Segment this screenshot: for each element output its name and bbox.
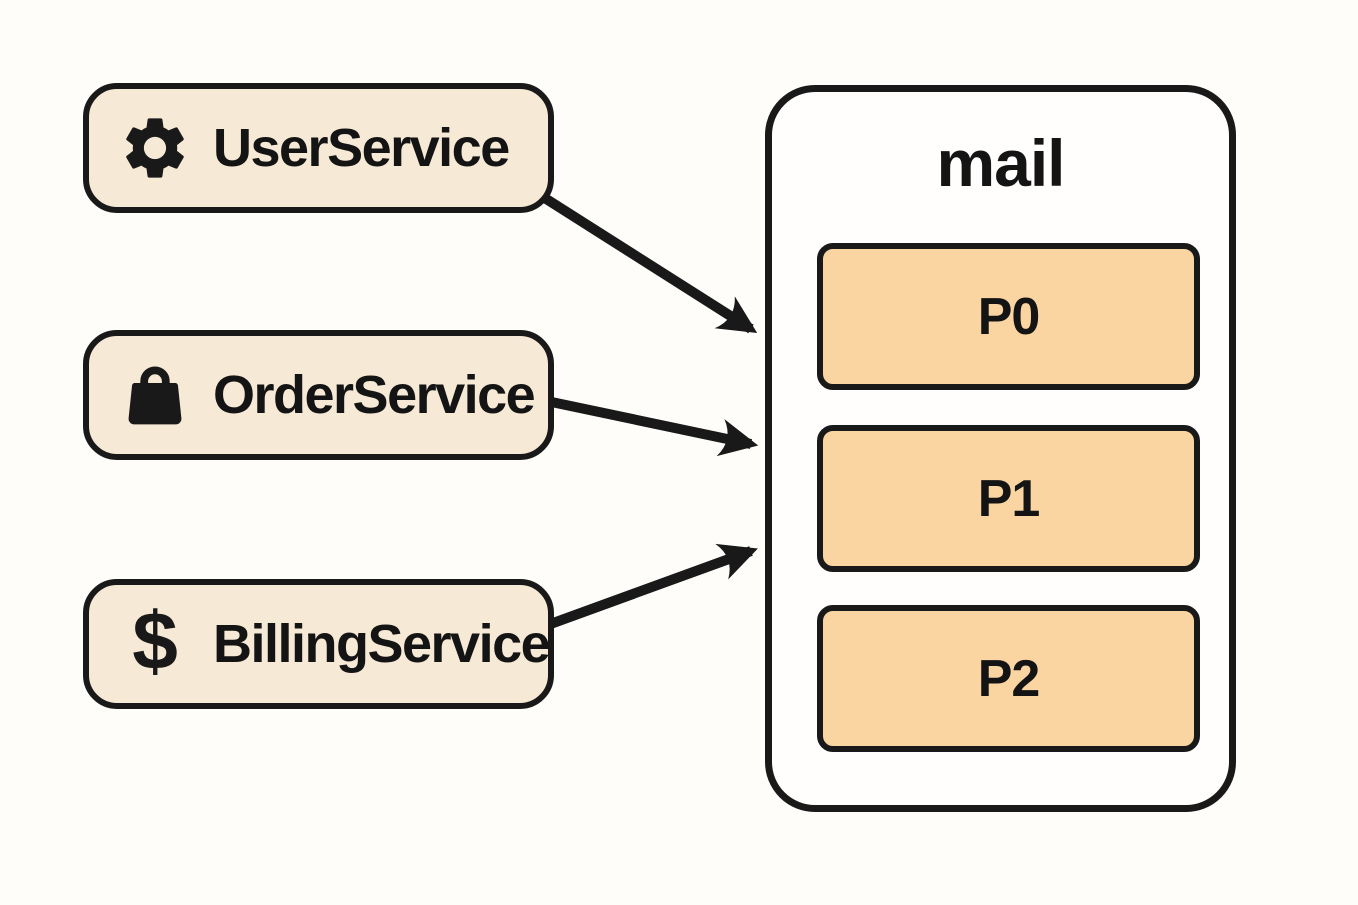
partition-p1[interactable]: P1 bbox=[817, 425, 1200, 572]
arrow-billingservice-to-mail bbox=[543, 543, 758, 631]
dollar-icon: $ bbox=[132, 596, 178, 687]
arrow-orderservice-to-mail bbox=[540, 395, 759, 457]
node-label: OrderService bbox=[213, 365, 536, 425]
gear-icon bbox=[117, 103, 193, 193]
partition-p0[interactable]: P0 bbox=[817, 243, 1200, 390]
topic-mail[interactable]: mail P0 P1 P2 bbox=[765, 85, 1236, 812]
topic-title: mail bbox=[936, 126, 1065, 200]
node-billing-service[interactable]: $ BillingService bbox=[83, 579, 554, 709]
partition-p2[interactable]: P2 bbox=[817, 605, 1200, 752]
node-label: UserService bbox=[213, 118, 510, 178]
node-order-service[interactable]: OrderService bbox=[83, 330, 554, 460]
arrow-userservice-to-mail bbox=[537, 190, 758, 334]
node-user-service[interactable]: UserService bbox=[83, 83, 554, 213]
shopping-bag-icon bbox=[117, 350, 193, 440]
node-label: BillingService bbox=[213, 614, 551, 674]
